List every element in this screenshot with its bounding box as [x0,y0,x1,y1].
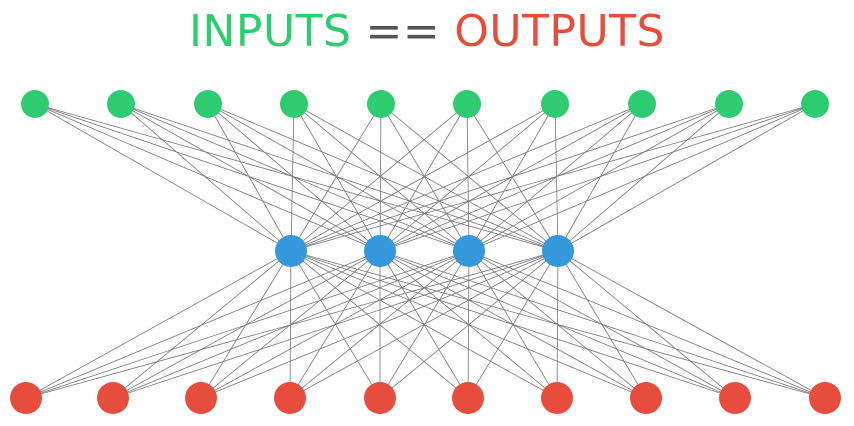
input-hidden-edge [466,103,559,252]
input-hidden-edge [468,103,730,252]
title-outputs: OUTPUTS [454,6,665,57]
hidden-output-edge [557,250,826,399]
input-hidden-edge [380,103,470,252]
input-hidden-edge [290,103,816,252]
input-hidden-edge [34,103,292,252]
title-inputs: INPUTS [189,6,352,57]
output-node [630,382,662,414]
input-hidden-edge [379,103,730,252]
input-hidden-edge [290,103,556,252]
input-node [21,90,49,118]
hidden-output-edge [379,250,559,399]
hidden-output-edge [25,250,559,399]
input-hidden-edge [34,103,470,252]
hidden-output-edge [25,250,381,399]
input-hidden-edge [380,103,559,252]
input-hidden-edge [290,103,643,252]
input-hidden-edge [290,103,295,252]
output-node [274,382,306,414]
output-node [97,382,129,414]
output-node [364,382,396,414]
input-hidden-edge [468,103,556,252]
input-node [453,90,481,118]
input-hidden-edge [120,103,292,252]
hidden-output-edge [556,250,559,399]
input-hidden-edge [379,103,816,252]
input-hidden-edge [379,103,382,252]
input-hidden-edge [557,103,643,252]
input-hidden-edge [468,103,816,252]
output-node [10,382,42,414]
input-node [194,90,222,118]
input-hidden-edge [290,103,382,252]
input-node [801,90,829,118]
connection-lines [25,103,826,399]
hidden-output-edge [200,250,559,399]
hidden-output-edge [557,250,647,399]
hidden-node [364,235,396,267]
input-node [107,90,135,118]
title-equals: == [365,6,441,57]
input-hidden-edge [34,103,559,252]
input-node [367,90,395,118]
input-hidden-edge [557,103,730,252]
input-node [541,90,569,118]
input-hidden-edge [120,103,559,252]
input-hidden-edge [557,103,816,252]
hidden-output-edge [467,250,559,399]
input-hidden-edge [554,103,559,252]
input-hidden-edge [207,103,559,252]
input-hidden-edge [207,103,470,252]
input-node [280,90,308,118]
output-node [185,382,217,414]
hidden-output-edge [557,250,736,399]
output-node [719,382,751,414]
output-node [452,382,484,414]
output-node [809,382,841,414]
input-hidden-edge [120,103,470,252]
hidden-output-edge [112,250,559,399]
diagram-title: INPUTS == OUTPUTS [0,4,854,60]
input-hidden-edge [293,103,381,252]
input-hidden-edge [34,103,381,252]
hidden-node [275,235,307,267]
input-hidden-edge [120,103,381,252]
hidden-output-edge [25,250,470,399]
input-node [628,90,656,118]
network-nodes [10,90,841,414]
input-hidden-edge [293,103,559,252]
input-hidden-edge [290,103,730,252]
input-hidden-edge [290,103,468,252]
hidden-output-edge [25,250,292,399]
input-hidden-edge [207,103,381,252]
hidden-node [542,235,574,267]
input-hidden-edge [207,103,292,252]
hidden-node [453,235,485,267]
output-node [541,382,573,414]
input-hidden-edge [293,103,470,252]
hidden-output-edge [289,250,559,399]
input-node [715,90,743,118]
